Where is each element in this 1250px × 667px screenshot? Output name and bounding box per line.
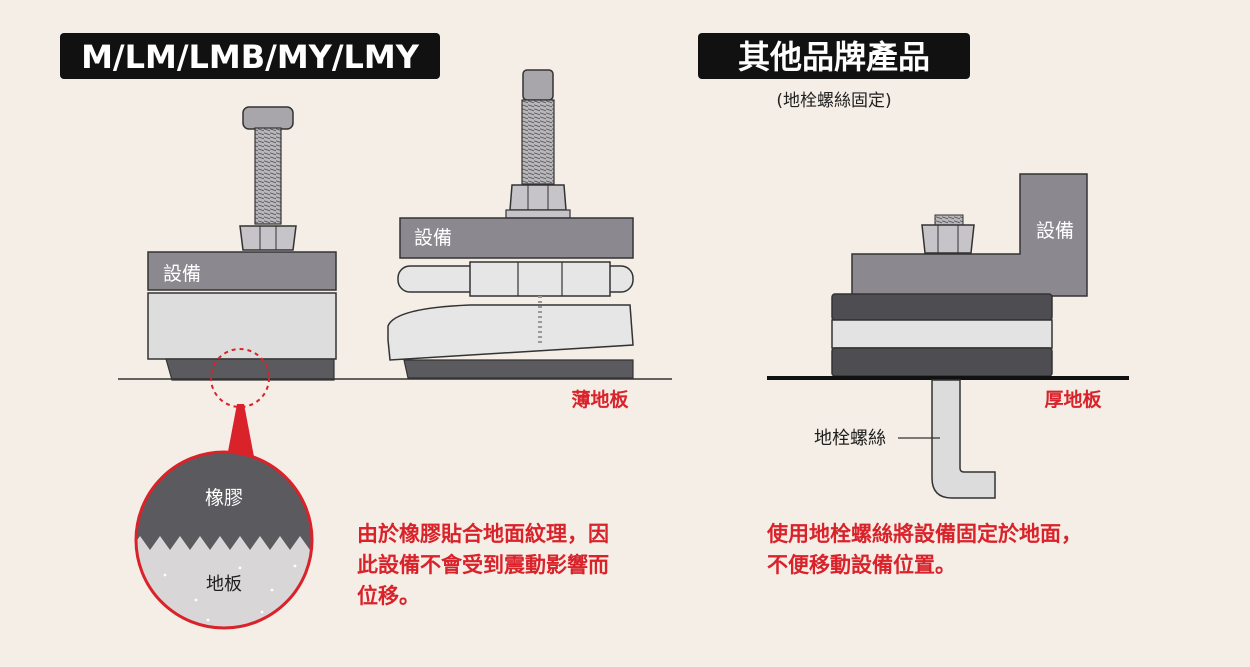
equipment-plate-b bbox=[399, 217, 634, 259]
anchor-nut bbox=[921, 224, 975, 254]
rubber-pad-b bbox=[403, 359, 634, 379]
thin-floor-label: 薄地板 bbox=[571, 388, 629, 411]
right-title-badge: 其他品牌產品 bbox=[698, 33, 970, 79]
anchor-bolt-label: 地栓螺絲 bbox=[814, 428, 886, 449]
left-description: 由於橡膠貼合地面紋理，因 此設備不會受到震動影響而 位移。 bbox=[357, 522, 609, 608]
hex-nut bbox=[239, 225, 297, 251]
left-desc-line-3: 位移。 bbox=[357, 584, 420, 608]
floor-detail-label: 地板 bbox=[206, 574, 242, 595]
callout-circle bbox=[210, 348, 270, 408]
right-desc-line-1: 使用地栓螺絲將設備固定於地面， bbox=[766, 522, 1082, 546]
threaded-bolt bbox=[254, 127, 282, 225]
threaded-bolt-b bbox=[521, 99, 555, 185]
left-desc-line-2: 此設備不會受到震動影響而 bbox=[357, 553, 609, 577]
left-desc-line-1: 由於橡膠貼合地面紋理，因 bbox=[357, 522, 609, 546]
pad-middle-layer bbox=[831, 319, 1053, 349]
right-equipment-label: 設備 bbox=[1036, 220, 1074, 242]
washer bbox=[505, 209, 571, 219]
right-desc-line-2: 不便移動設備位置。 bbox=[767, 553, 956, 577]
mount-b: 設備 bbox=[387, 69, 634, 379]
leveling-base bbox=[387, 304, 634, 361]
thick-floor-label: 厚地板 bbox=[1044, 388, 1102, 411]
anchored-equipment: 設備 bbox=[831, 173, 1088, 377]
right-description: 使用地栓螺絲將設備固定於地面， 不便移動設備位置。 bbox=[766, 522, 1082, 577]
center-hex bbox=[469, 261, 611, 297]
equipment-label-b: 設備 bbox=[414, 227, 452, 249]
top-nut bbox=[509, 184, 567, 211]
bolt-head bbox=[242, 106, 294, 130]
right-subtitle: (地栓螺絲固定) bbox=[776, 91, 891, 111]
callout-pointer bbox=[226, 404, 255, 462]
rubber-label: 橡膠 bbox=[205, 487, 243, 509]
bolt-tip bbox=[522, 69, 554, 101]
rubber-pad-a bbox=[165, 358, 335, 381]
mount-body-a bbox=[147, 292, 337, 360]
pad-top-layer bbox=[831, 293, 1053, 321]
equipment-plate-a bbox=[147, 251, 337, 291]
mount-a: 設備 bbox=[147, 106, 337, 381]
pad-bottom-layer bbox=[831, 347, 1053, 377]
right-title: 其他品牌產品 bbox=[738, 38, 930, 76]
left-title-badge: M/LM/LMB/MY/LMY bbox=[60, 33, 440, 79]
anchor-bolt bbox=[931, 379, 996, 499]
equipment-label-a: 設備 bbox=[163, 263, 201, 285]
left-title: M/LM/LMB/MY/LMY bbox=[81, 38, 420, 76]
magnified-detail: 橡膠 地板 bbox=[134, 450, 314, 630]
magnify-ring bbox=[134, 450, 314, 630]
